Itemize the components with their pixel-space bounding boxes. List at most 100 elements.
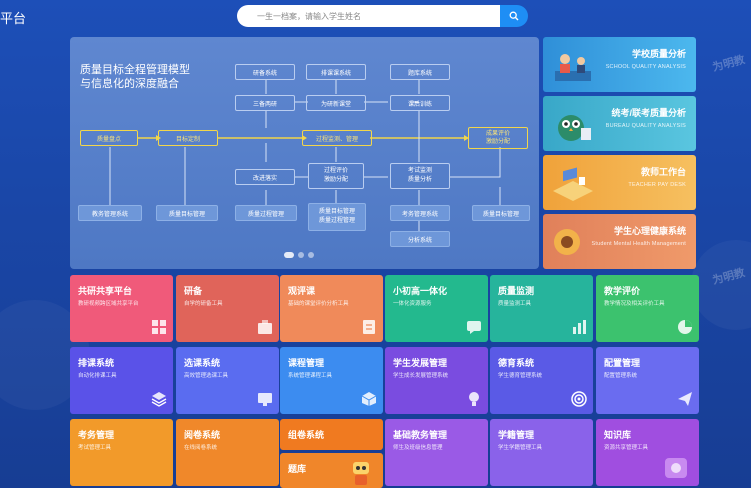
tile-xueji[interactable]: 学籍管理 学生学籍管理工具 bbox=[490, 419, 593, 486]
doc-icon bbox=[363, 320, 375, 334]
flow-node: 排课课系统 bbox=[306, 64, 366, 80]
tile-subtitle: 师生及班级信息管理 bbox=[393, 445, 443, 451]
carousel-dot[interactable] bbox=[284, 252, 294, 258]
tile-subtitle: 资源共享管理工具 bbox=[604, 445, 649, 451]
search-box bbox=[237, 5, 528, 27]
flow-node: 分析系统 bbox=[390, 231, 450, 247]
banner-title: 质量目标全程管理模型 与信息化的深度融合 bbox=[80, 63, 240, 91]
tile-title: 基础教务管理 bbox=[393, 430, 448, 440]
tile-yanbei[interactable]: 研备 自学的研备工具 bbox=[176, 275, 279, 342]
bar-chart-icon bbox=[573, 320, 586, 334]
target-icon bbox=[571, 391, 587, 407]
tile-subtitle: 学生德育管理系统 bbox=[498, 373, 543, 379]
flow-connectors bbox=[109, 80, 501, 231]
watermark: 为明教 bbox=[711, 266, 747, 288]
chat-icon bbox=[467, 321, 481, 334]
tile-title: 学生发展管理 bbox=[393, 358, 448, 368]
flow-node: 过程评价 激励分配 bbox=[308, 163, 364, 189]
side-card-teacher-desk[interactable]: 教师工作台 TEACHER PAY DESK bbox=[543, 155, 696, 210]
robot-icon bbox=[353, 462, 369, 485]
tile-subtitle: 自学的研备工具 bbox=[184, 301, 223, 307]
top-bar: 平台 bbox=[0, 0, 751, 34]
flow-node: 考试监测 质量分析 bbox=[390, 163, 450, 189]
search-icon bbox=[509, 11, 519, 21]
banner-carousel[interactable]: 质量目标全程管理模型 与信息化的深度融合 bbox=[70, 37, 539, 269]
tile-subtitle: 高效管理选课工具 bbox=[184, 373, 229, 379]
flow-node: 质量目标管理 bbox=[472, 205, 530, 221]
flow-node-line: 成果评价 bbox=[485, 131, 510, 137]
side-card-subtitle: TEACHER PAY DESK bbox=[628, 182, 686, 188]
carousel-dot[interactable] bbox=[298, 252, 304, 258]
side-card-subtitle: SCHOOL QUALITY ANALYSIS bbox=[605, 64, 686, 70]
tile-xuesheng-fazhan[interactable]: 学生发展管理 学生成长发展管理系统 bbox=[385, 347, 488, 414]
flow-node: 为研新课堂 bbox=[306, 95, 366, 111]
tile-zhishiku[interactable]: 知识库 资源共享管理工具 bbox=[596, 419, 699, 486]
sunflower-illustration bbox=[554, 229, 580, 255]
search-input[interactable] bbox=[237, 5, 500, 27]
tile-title: 观评课 bbox=[288, 286, 316, 296]
side-card-title: 统考/联考质量分析 bbox=[611, 108, 686, 118]
tile-jichu-jiaowu[interactable]: 基础教务管理 师生及班级信息管理 bbox=[385, 419, 488, 486]
search-button[interactable] bbox=[500, 5, 528, 27]
flow-node: 考务管理系统 bbox=[390, 205, 450, 221]
tile-jiaoxue-pingjia[interactable]: 教学评价 教学情况及相关评价工具 bbox=[596, 275, 699, 342]
flow-node-line: 激励分配 bbox=[323, 177, 348, 183]
tile-title: 阅卷系统 bbox=[184, 430, 221, 440]
tile-subtitle: 一体化资源服务 bbox=[393, 301, 432, 307]
tile-title: 研备 bbox=[184, 286, 203, 296]
flow-node: 质量目标管理 bbox=[156, 205, 218, 221]
tile-title: 排课系统 bbox=[78, 358, 115, 368]
flow-node: 过程监测、管理 bbox=[302, 130, 372, 146]
flow-node-line: 质量分析 bbox=[407, 177, 432, 183]
tile-gongyan[interactable]: 共研共享平台 教研视频跨区域共享平台 bbox=[70, 275, 173, 342]
tile-title: 组卷系统 bbox=[288, 430, 325, 440]
tile-subtitle: 基础的课堂评价分析工具 bbox=[288, 301, 349, 307]
banner-title-line: 质量目标全程管理模型 bbox=[80, 64, 190, 76]
side-card-bureau-quality[interactable]: 统考/联考质量分析 BUREAU QUALITY ANALYSIS bbox=[543, 96, 696, 151]
tile-tiku[interactable]: 题库 bbox=[280, 453, 383, 488]
flow-node-line: 质量目标管理 bbox=[318, 209, 355, 215]
tile-subtitle: 质量监测工具 bbox=[498, 301, 532, 307]
tile-title: 题库 bbox=[288, 464, 307, 474]
tile-title: 教学评价 bbox=[604, 286, 641, 296]
side-card-title: 学校质量分析 bbox=[631, 49, 686, 59]
side-card-school-quality[interactable]: 学校质量分析 SCHOOL QUALITY ANALYSIS bbox=[543, 37, 696, 92]
tile-subtitle: 学生学籍管理工具 bbox=[498, 445, 543, 451]
tile-title: 质量监测 bbox=[498, 286, 535, 296]
tile-title: 小初高一体化 bbox=[393, 286, 448, 296]
tile-kecheng[interactable]: 课程管理 系统管理课程工具 bbox=[280, 347, 383, 414]
side-card-student-mental[interactable]: 学生心理健康系统 Student Mental Health Managemen… bbox=[543, 214, 696, 269]
tile-zhiliang-jiance[interactable]: 质量监测 质量监测工具 bbox=[490, 275, 593, 342]
cube-icon bbox=[361, 392, 377, 406]
tile-kaowu[interactable]: 考务管理 考试管理工具 bbox=[70, 419, 173, 486]
layers-icon bbox=[151, 392, 167, 407]
flow-node: 教务管理系统 bbox=[78, 205, 142, 221]
tile-subtitle: 教研视频跨区域共享平台 bbox=[78, 301, 139, 307]
desk-illustration bbox=[553, 167, 593, 201]
pie-chart-icon bbox=[678, 320, 692, 334]
tile-yuejuan[interactable]: 阅卷系统 在线阅卷系统 bbox=[176, 419, 279, 486]
tile-xiaochugao[interactable]: 小初高一体化 一体化资源服务 bbox=[385, 275, 488, 342]
tile-title: 知识库 bbox=[604, 430, 632, 440]
tile-deyu[interactable]: 德育系统 学生德育管理系统 bbox=[490, 347, 593, 414]
flow-node: 研备系统 bbox=[235, 64, 295, 80]
grid-icon bbox=[152, 320, 166, 334]
tile-title: 共研共享平台 bbox=[78, 286, 133, 296]
box-icon bbox=[258, 320, 272, 334]
tile-paike[interactable]: 排课系统 自动化排课工具 bbox=[70, 347, 173, 414]
tile-subtitle: 在线阅卷系统 bbox=[184, 445, 218, 451]
flow-node: 改进落实 bbox=[235, 169, 295, 185]
ai-icon bbox=[665, 458, 687, 478]
tile-guanping[interactable]: 观评课 基础的课堂评价分析工具 bbox=[280, 275, 383, 342]
tile-zujuan[interactable]: 组卷系统 bbox=[280, 419, 383, 450]
owl-illustration bbox=[558, 115, 591, 141]
flow-node: 质量盘点 bbox=[80, 130, 138, 146]
tile-xuanke[interactable]: 选课系统 高效管理选课工具 bbox=[176, 347, 279, 414]
tile-title: 德育系统 bbox=[498, 358, 535, 368]
monitor-icon bbox=[258, 393, 272, 406]
tile-peizhi[interactable]: 配置管理 配置管理系统 bbox=[596, 347, 699, 414]
flow-node: 质量过程管理 bbox=[235, 205, 297, 221]
tile-title: 选课系统 bbox=[184, 358, 221, 368]
tile-title: 考务管理 bbox=[78, 430, 115, 440]
carousel-dot[interactable] bbox=[308, 252, 314, 258]
